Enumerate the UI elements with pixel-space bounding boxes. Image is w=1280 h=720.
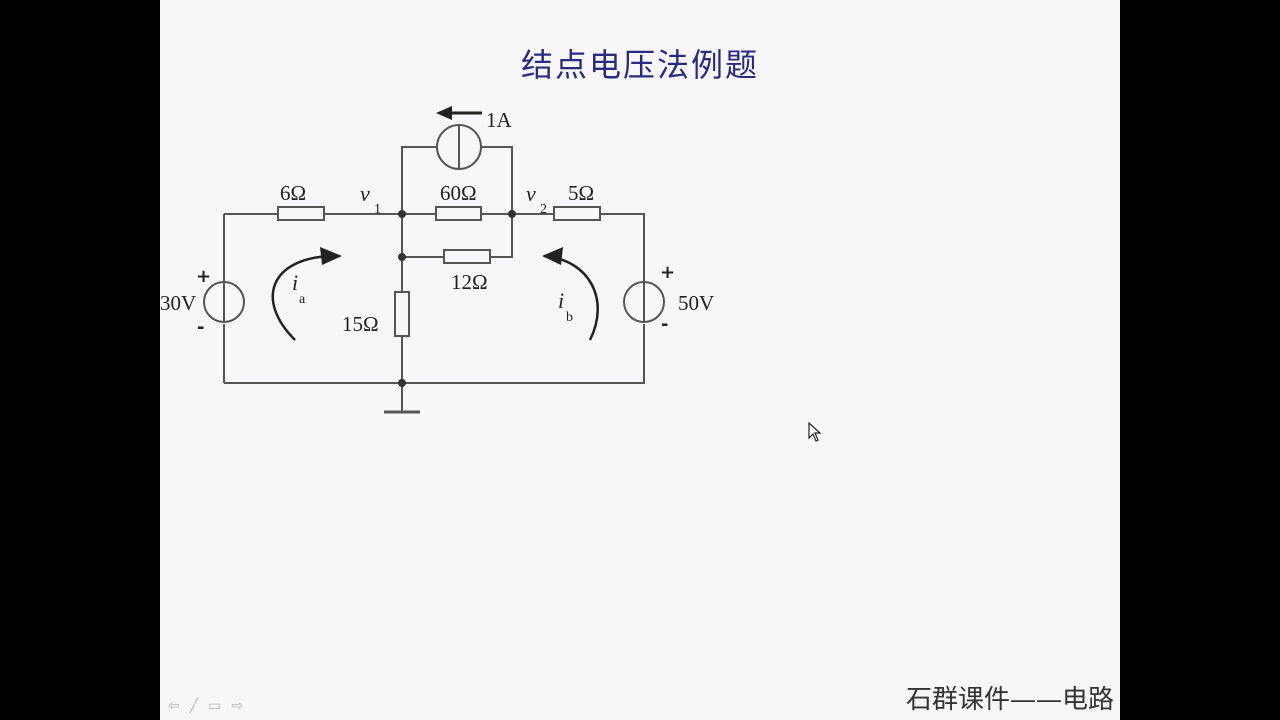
label-50v: 50V	[678, 291, 714, 315]
label-30v: 30V	[160, 291, 196, 315]
label-ia-sub: a	[299, 292, 306, 307]
label-r60: 60Ω	[440, 181, 477, 205]
node-v1	[398, 210, 406, 218]
node-v2	[508, 210, 516, 218]
mesh-arrow-a-icon	[271, 254, 333, 341]
minus-50v: -	[661, 314, 668, 335]
label-v2: v	[526, 181, 536, 206]
label-v1: v	[360, 181, 370, 206]
slide-title: 结点电压法例题	[520, 46, 759, 84]
label-ia: i	[292, 270, 298, 295]
label-v1-sub: 1	[374, 202, 381, 217]
slide: 结点电压法例题	[160, 0, 1120, 720]
slideshow-nav: ⇦ ╱ ▭ ⇨	[168, 698, 243, 714]
current-arrow-icon	[436, 106, 482, 120]
footer-caption: 石群课件——电路	[905, 685, 1114, 715]
mouse-cursor-icon	[808, 422, 822, 442]
label-v2-sub: 2	[540, 202, 547, 217]
label-r5: 5Ω	[568, 181, 594, 205]
circuit-diagram: 1A 6Ω 60Ω 5Ω 12Ω 15Ω 30V 50V v 1 v 2 i a…	[160, 106, 714, 414]
mesh-arrow-b-icon	[543, 254, 599, 341]
minus-30v: -	[197, 317, 204, 338]
wire-source-loop	[401, 146, 513, 214]
label-1a: 1A	[486, 108, 513, 132]
resistor-12	[443, 249, 491, 264]
pen-icon[interactable]: ╱	[189, 698, 199, 714]
resistor-6	[277, 206, 325, 221]
wire-12-branch	[402, 214, 513, 258]
label-ib: i	[558, 288, 564, 313]
label-r12: 12Ω	[451, 270, 488, 294]
label-ib-sub: b	[566, 310, 573, 325]
wire-top-right	[512, 213, 645, 282]
resistor-15	[394, 291, 410, 337]
label-r15: 15Ω	[342, 312, 379, 336]
prev-slide-icon[interactable]: ⇦	[168, 698, 180, 714]
label-r6: 6Ω	[280, 181, 306, 205]
resistor-5	[553, 206, 601, 221]
plus-30v: +	[196, 266, 211, 287]
menu-icon[interactable]: ▭	[208, 698, 222, 714]
wire-right-bottom	[224, 324, 645, 384]
plus-50v: +	[660, 262, 675, 283]
resistor-60	[435, 206, 482, 221]
node-branch	[398, 253, 406, 261]
node-ground	[398, 379, 406, 387]
next-slide-icon[interactable]: ⇨	[231, 698, 244, 714]
